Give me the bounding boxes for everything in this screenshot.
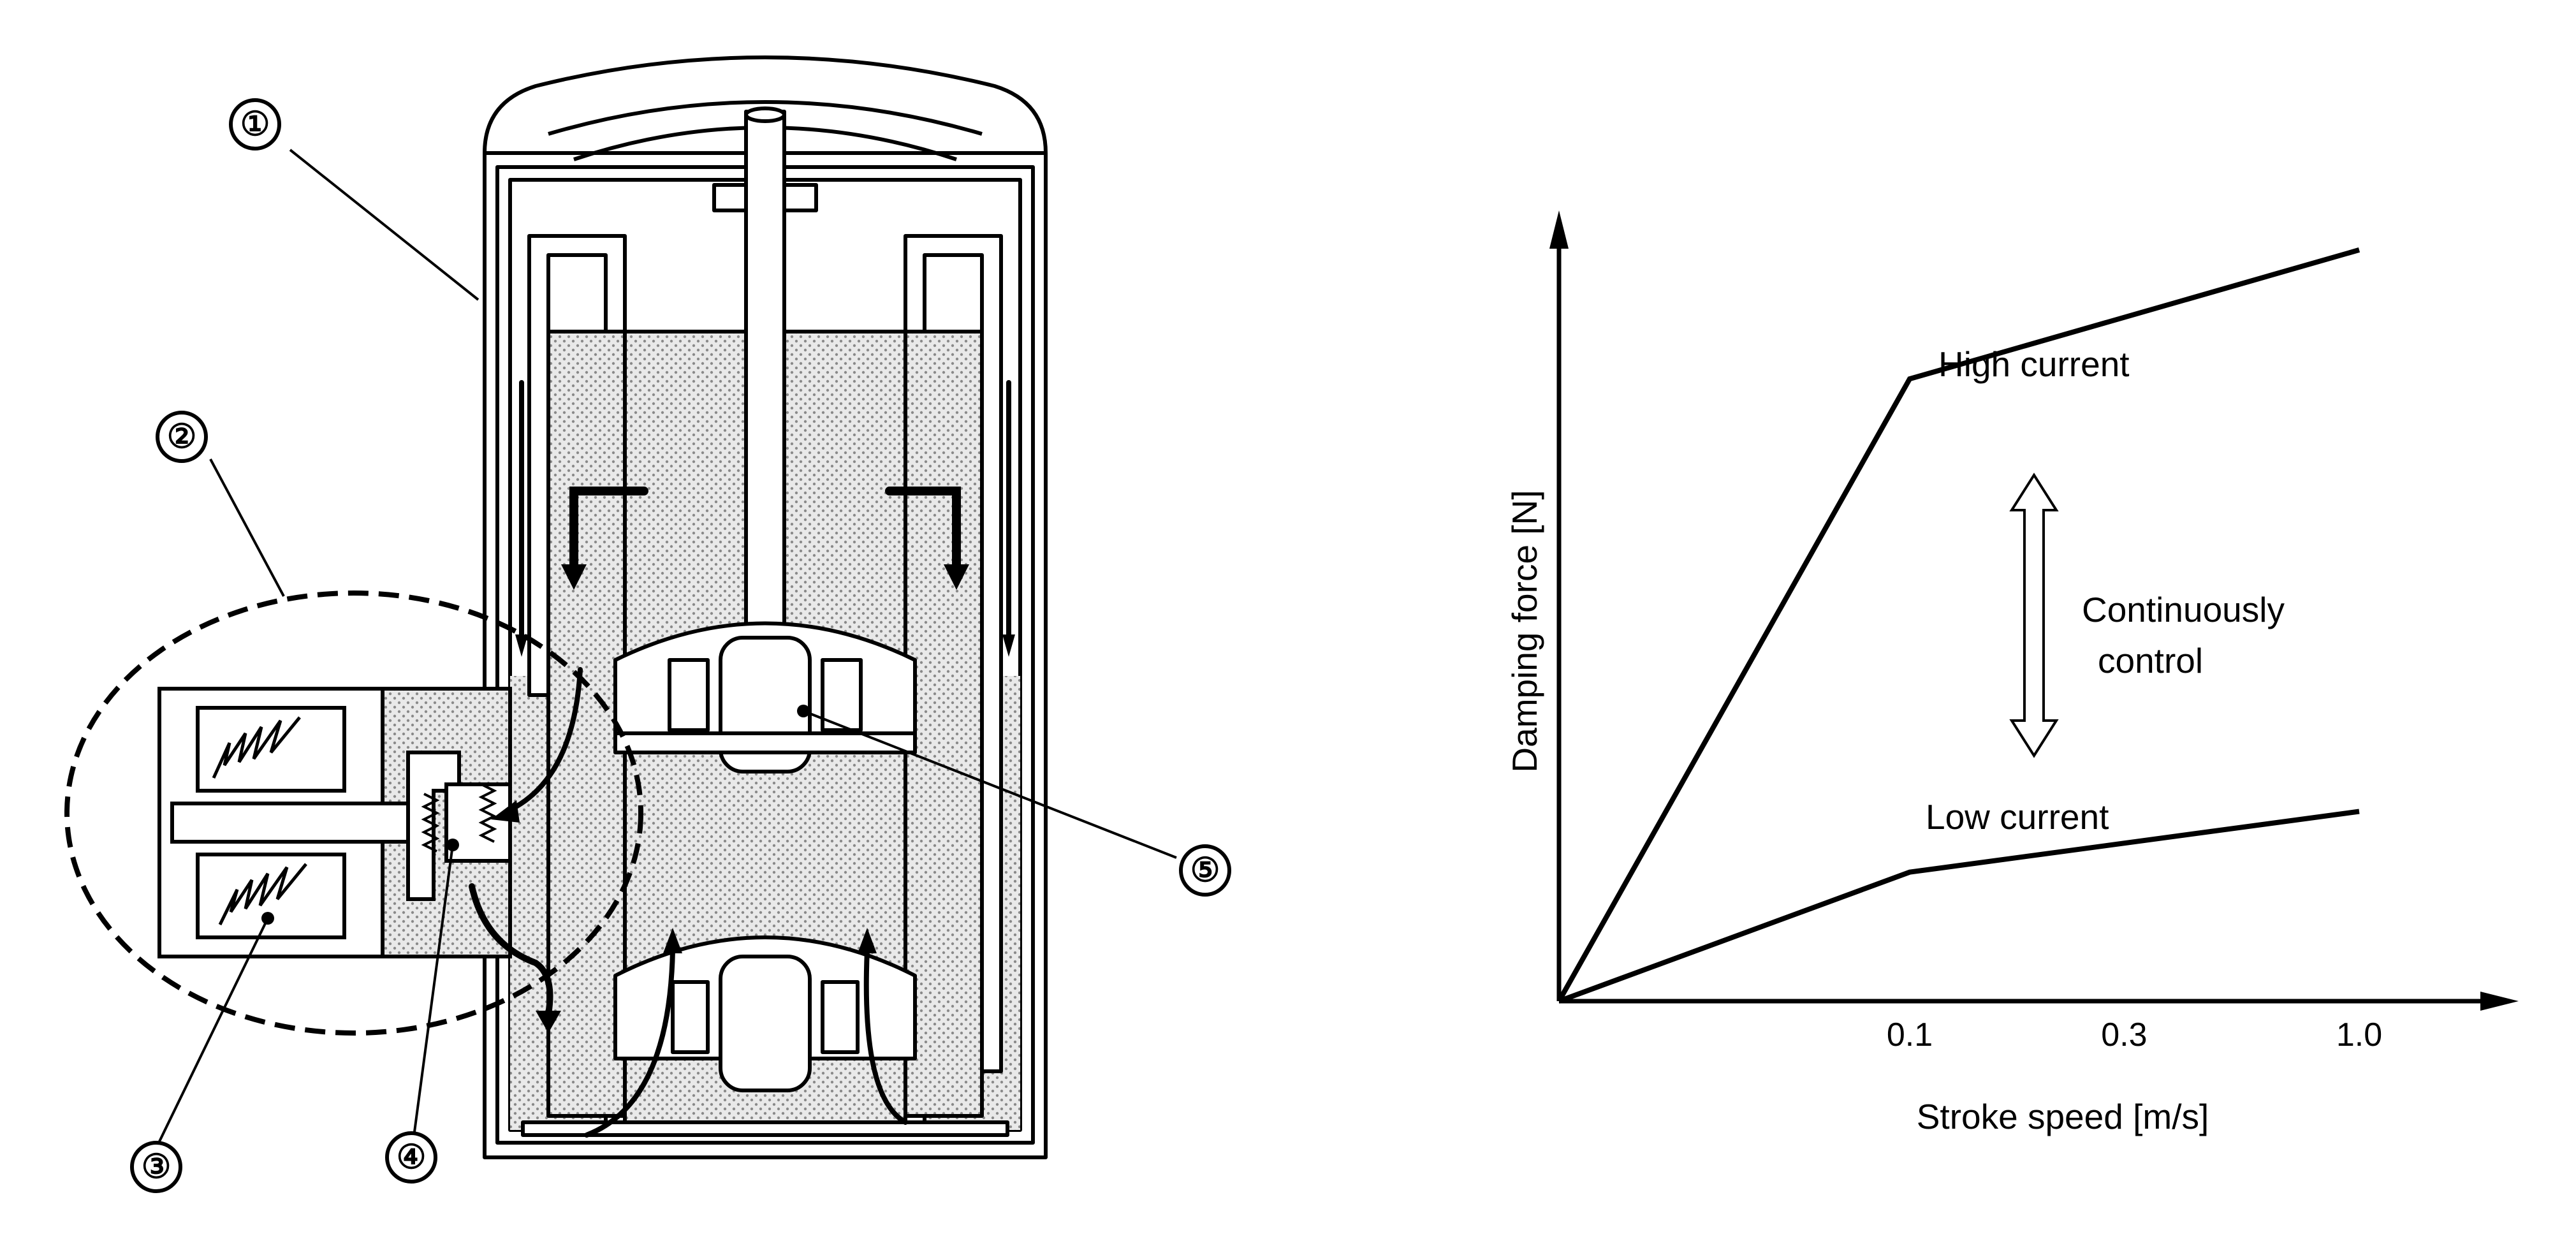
series-line-high-current [1556, 247, 2360, 1002]
series-label: High current [1938, 344, 2130, 384]
callout-1: ① [240, 106, 270, 143]
callout-3: ③ [142, 1148, 172, 1185]
callout-labels: ① ② ③ ④ ⑤ [130, 98, 1231, 1193]
y-axis-arrow [1549, 210, 1569, 249]
series-lines [1556, 247, 2360, 1004]
plunger [170, 802, 416, 844]
y-axis-label: Damping force [N] [1505, 490, 1544, 772]
callout-4: ④ [397, 1139, 427, 1176]
flow-arrow-valve-in [508, 667, 583, 812]
x-tick-label: 0.1 [1887, 1016, 1933, 1053]
series-line-low-current [1558, 809, 2360, 1004]
series-label: Low current [1926, 797, 2109, 837]
solenoid-valve-housing [157, 687, 512, 958]
flow-arrow-left-turn [569, 487, 648, 572]
base-valve-slot-r [821, 980, 860, 1054]
coil-upper [196, 706, 346, 793]
callout-5: ⑤ [1190, 852, 1220, 889]
flow-arrow-right-turn [885, 487, 961, 572]
valve-highlight-ellipse [64, 590, 643, 1036]
x-axis-arrow [2480, 992, 2519, 1011]
flow-arrow-up-left [584, 948, 675, 1138]
x-tick-label: 1.0 [2336, 1016, 2382, 1053]
damper-cross-section [483, 55, 1048, 1159]
rod-top [744, 106, 786, 123]
x-axis-label: Stroke speed [m/s] [1917, 1097, 2209, 1136]
flow-arrow-valve-out [469, 883, 553, 1017]
pilot-spring [478, 783, 497, 843]
flow-arrowheads [491, 564, 1015, 1033]
x-tick-labels: 0.1 0.3 1.0 [1887, 1016, 2382, 1053]
base-valve-center [719, 955, 812, 1092]
coil-lower [196, 853, 346, 939]
annotation-line-2: control [2098, 641, 2203, 680]
callout-2: ② [167, 418, 197, 455]
base-valve-slot-l [671, 980, 710, 1054]
flow-arrows [469, 380, 1011, 1138]
coil-windings [212, 716, 307, 926]
annotation-line-1: Continuously [2082, 590, 2285, 629]
control-double-arrow [2009, 473, 2059, 758]
callout-dots [261, 705, 810, 925]
piston-valve-l [668, 658, 710, 732]
valve-spring [421, 793, 440, 853]
x-tick-label: 0.3 [2101, 1016, 2147, 1053]
flow-arrow-up-right [863, 948, 908, 1125]
base-foot [521, 1120, 1009, 1137]
piston-valve-r [821, 658, 863, 732]
callout-leaders [158, 149, 1177, 1142]
